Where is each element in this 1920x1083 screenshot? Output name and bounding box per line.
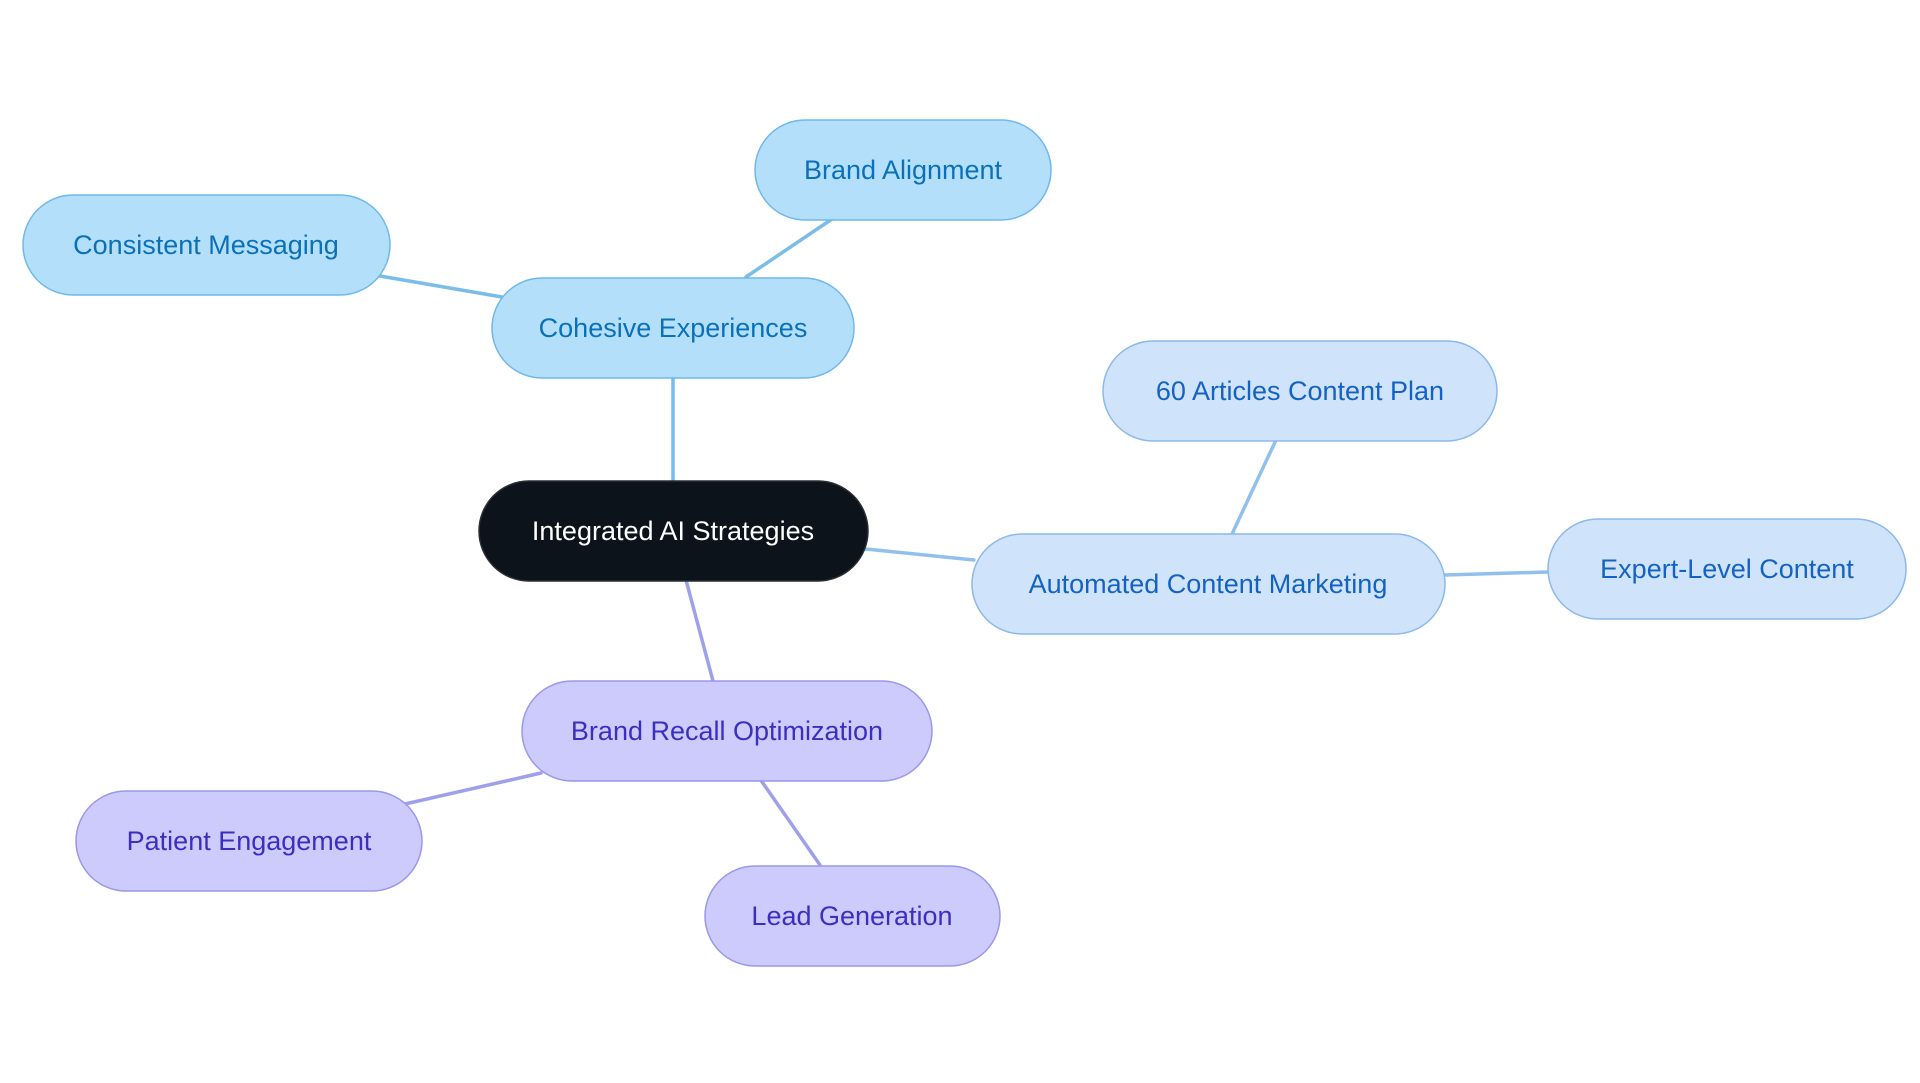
node-expert-level-content-box [1547, 518, 1907, 620]
node-60-articles-content-plan-box [1102, 340, 1498, 442]
root-node[interactable]: Integrated AI Strategies [478, 480, 869, 582]
node-60-articles-content-plan-label: 60 Articles Content Plan [1156, 376, 1444, 406]
node-brand-recall-optimization[interactable]: Brand Recall Optimization [521, 680, 933, 782]
node-expert-level-content-label: Expert-Level Content [1600, 554, 1854, 584]
node-cohesive-experiences[interactable]: Cohesive Experiences [491, 277, 855, 379]
node-brand-alignment[interactable]: Brand Alignment [754, 119, 1052, 221]
node-consistent-messaging-box [22, 194, 391, 296]
node-brand-recall-optimization-box [521, 680, 933, 782]
edge-automated-content-marketing-60-articles [1230, 438, 1278, 536]
node-patient-engagement-box [75, 790, 423, 892]
edge-cohesive-experiences-brand-alignment [744, 217, 834, 279]
edge-brand-recall-optimization-lead-generation [758, 777, 822, 867]
node-consistent-messaging[interactable]: Consistent Messaging [22, 194, 391, 296]
node-expert-level-content[interactable]: Expert-Level Content [1547, 518, 1907, 620]
node-consistent-messaging-label: Consistent Messaging [73, 230, 339, 260]
edge-automated-content-marketing-expert-level [1443, 570, 1550, 577]
edge-root-automated-content-marketing [864, 547, 976, 562]
edge-brand-recall-optimization-patient-engagement [403, 771, 543, 806]
node-automated-content-marketing-box [971, 533, 1446, 635]
node-lead-generation-label: Lead Generation [751, 901, 952, 931]
node-patient-engagement[interactable]: Patient Engagement [75, 790, 423, 892]
node-patient-engagement-label: Patient Engagement [127, 826, 372, 856]
node-60-articles-content-plan[interactable]: 60 Articles Content Plan [1102, 340, 1498, 442]
node-automated-content-marketing[interactable]: Automated Content Marketing [971, 533, 1446, 635]
node-brand-alignment-label: Brand Alignment [804, 155, 1003, 185]
node-lead-generation-box [704, 865, 1001, 967]
edges [378, 217, 1550, 867]
edge-cohesive-experiences-consistent-messaging [378, 274, 504, 299]
node-cohesive-experiences-box [491, 277, 855, 379]
node-brand-recall-optimization-label: Brand Recall Optimization [571, 716, 883, 746]
node-automated-content-marketing-label: Automated Content Marketing [1029, 569, 1388, 599]
root-node-box [478, 480, 869, 582]
edge-root-brand-recall-optimization [684, 578, 715, 683]
node-lead-generation[interactable]: Lead Generation [704, 865, 1001, 967]
root-node-label: Integrated AI Strategies [532, 516, 814, 546]
node-cohesive-experiences-label: Cohesive Experiences [539, 313, 808, 343]
node-brand-alignment-box [754, 119, 1052, 221]
